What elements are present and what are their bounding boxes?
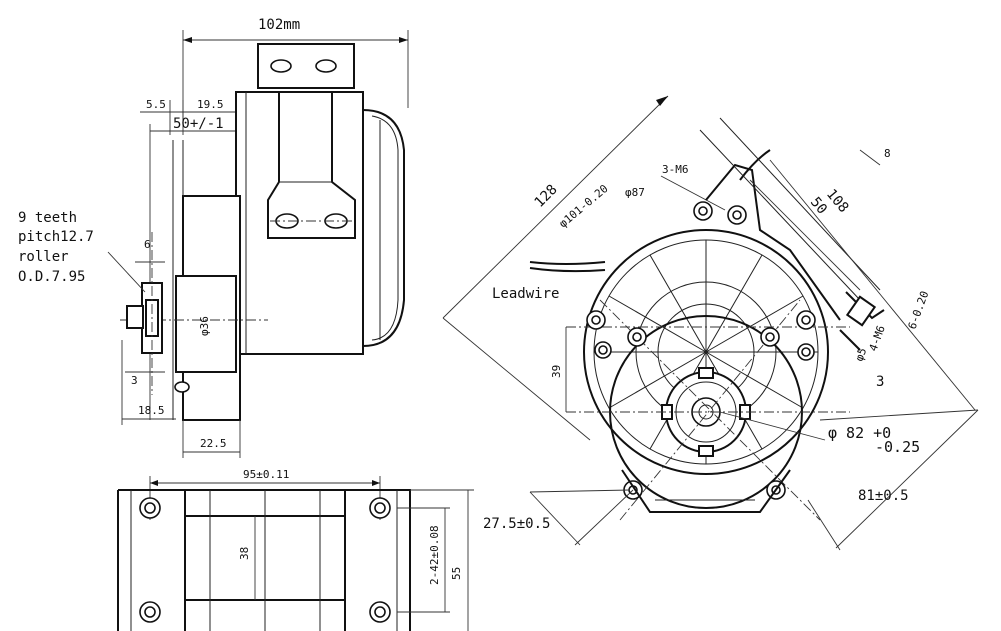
sprocket-note-line1: 9 teeth [18, 210, 77, 226]
dim-81-label: 81±0.5 [858, 488, 909, 504]
dim-dia5-label: φ5 [853, 346, 870, 363]
thread-label: 3-M6 [662, 163, 689, 176]
dim-4m6-label: 4-M6 [867, 324, 888, 353]
dim-87-label: φ87 [625, 186, 645, 199]
dim-6-front-label: 6-0.20 [906, 289, 932, 331]
dim-27-5-label: 27.5±0.5 [483, 516, 550, 532]
sprocket-note-line3: roller [18, 249, 69, 265]
shaft-dia-label: φ36 [198, 316, 211, 336]
dim-55-label: 55 [450, 567, 463, 580]
side-view: 102mm 5.5 19.5 50+/-1 φ36 [18, 17, 409, 458]
dim-5-5-label: 5.5 [146, 98, 166, 111]
dim-19-5-label: 19.5 [197, 98, 224, 111]
dim-18-5-label: 18.5 [138, 404, 165, 417]
dim-3-front-label: 3 [876, 374, 884, 390]
leadwire-label: Leadwire [492, 286, 559, 302]
dim-101-label: φ101-0.20 [557, 182, 611, 230]
dim-82-label: φ 82 +0 [828, 424, 891, 442]
hole-spacing-label: 95±0.11 [243, 468, 289, 481]
bottom-view: 95±0.11 38 2-42±0.08 55 [117, 468, 474, 631]
dim-22-5-label: 22.5 [200, 437, 227, 450]
front-view: 128 φ101-0.20 φ87 3-M6 [442, 95, 979, 551]
dim-108-label: 108 [823, 186, 852, 216]
sprocket-note-line2: pitch12.7 [18, 229, 94, 245]
dim-39-label: 39 [550, 365, 563, 378]
dim-50-label: 50+/-1 [173, 116, 224, 132]
dim-3-label: 3 [131, 374, 138, 387]
dim-38-label: 38 [238, 547, 251, 560]
dim-2-42-label: 2-42±0.08 [428, 525, 441, 585]
overall-length-label: 102mm [258, 17, 300, 33]
dim-8-label: 8 [884, 147, 891, 160]
sprocket-note-line4: O.D.7.95 [18, 269, 85, 285]
dim-82-tolerance-label: -0.25 [875, 438, 920, 456]
dim-6-label: 6 [144, 238, 151, 251]
